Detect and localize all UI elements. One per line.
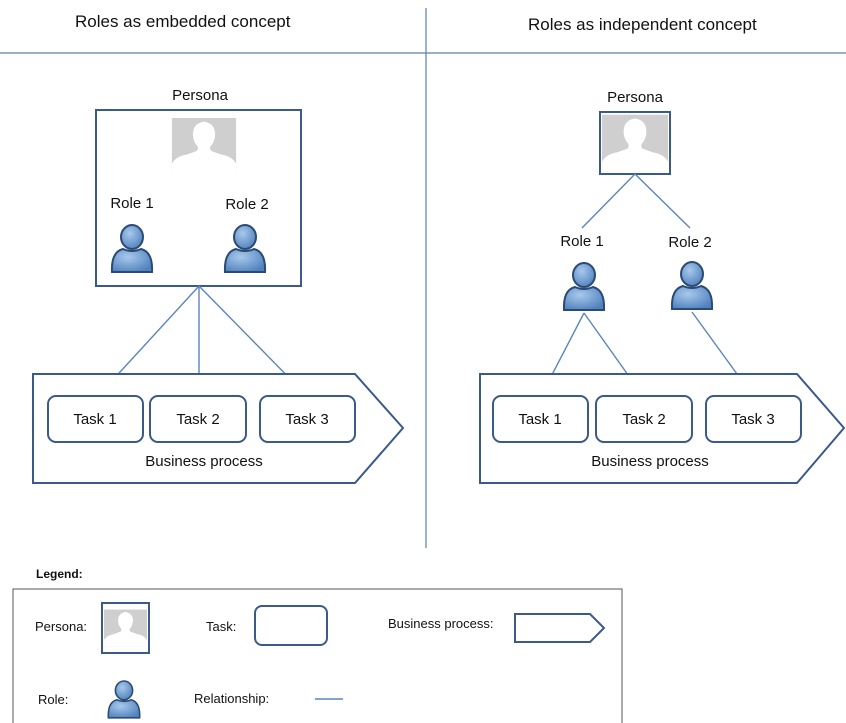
left-persona-icon [171,118,237,173]
legend-business-process-shape [514,613,606,643]
right-task-2-box [595,395,693,443]
left-panel: Persona Role 1 Role 2 Business process T… [32,87,405,484]
right-role2-icon [670,261,714,310]
right-panel: Persona Role 1 Role 2 Business process T… [479,89,846,484]
right-business-process-label: Business process [591,453,709,470]
left-task-3-label: Task 3 [285,411,328,428]
legend: Legend: Persona: Task: Business process:… [12,567,623,723]
right-role1-label: Role 1 [560,233,603,250]
legend-business-process-label: Business process: [388,616,494,631]
right-task-2-label: Task 2 [622,411,665,428]
legend-persona-label: Persona: [35,619,87,634]
left-task-2-label: Task 2 [176,411,219,428]
legend-task-label: Task: [206,619,236,634]
legend-relationship-label: Relationship: [194,691,269,706]
left-task-1-box [47,395,144,443]
left-task-3-box [259,395,356,443]
left-role1-label: Role 1 [110,195,153,212]
legend-task-shape [254,605,328,646]
right-persona-label: Persona [607,89,664,106]
left-persona-label: Persona [172,87,229,104]
left-task-1-label: Task 1 [73,411,116,428]
left-task-2-box [149,395,247,443]
right-task-1-box [492,395,589,443]
legend-persona-icon [104,609,147,647]
right-role2-label: Role 2 [668,234,711,251]
right-persona-role1-line [581,173,636,229]
left-business-process-label: Business process [145,453,263,470]
right-header: Roles as independent concept [528,15,757,34]
right-task-3-label: Task 3 [731,411,774,428]
legend-role-label: Role: [38,692,68,707]
legend-title: Legend: [36,567,83,581]
right-task-3-box [705,395,802,443]
right-persona-role2-line [634,173,691,229]
right-role1-icon [562,262,606,311]
right-task-1-label: Task 1 [518,411,561,428]
right-persona-icon [602,114,668,172]
left-role2-label: Role 2 [225,196,268,213]
left-header: Roles as embedded concept [75,12,291,31]
